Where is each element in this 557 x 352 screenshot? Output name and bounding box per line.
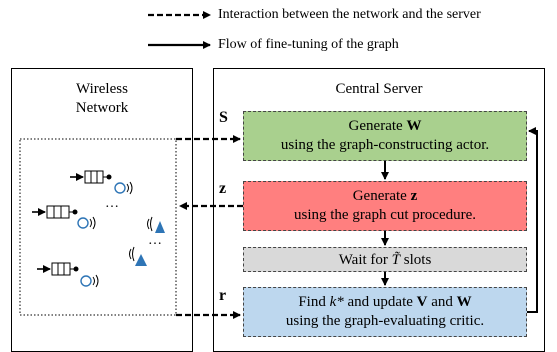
step-generate-w: Generate W using the graph-constructing …	[243, 111, 527, 161]
device-antenna-1	[114, 181, 133, 195]
step2-bold: z	[410, 188, 418, 204]
step4-prefix: Find	[298, 294, 330, 310]
device-antenna-3	[80, 274, 99, 288]
step3-math: T̃	[391, 252, 401, 268]
step-generate-z: Generate z using the graph cut procedure…	[243, 181, 527, 231]
flow-feedback-loop	[527, 127, 538, 313]
step3-suffix: slots	[400, 252, 432, 268]
base-station-2	[129, 246, 147, 266]
legend-solid-label: Flow of fine-tuning of the graph	[218, 37, 399, 52]
step2-prefix: Generate	[352, 188, 411, 204]
step-find-k-update: Find k* and update V and W using the gra…	[243, 287, 527, 337]
step4-bold1: V	[416, 294, 428, 310]
step4-line2: using the graph-evaluating critic.	[285, 313, 485, 329]
step-wait: Wait for T̃ slots	[243, 247, 527, 272]
signal-s-label: S	[219, 109, 228, 126]
step1-bold: W	[406, 118, 422, 134]
signal-r-label: r	[219, 287, 227, 304]
base-station-1	[147, 216, 165, 233]
device-queue-3	[37, 262, 79, 276]
device-queue-2	[32, 205, 78, 219]
network-dotted-region	[19, 138, 177, 316]
wireless-network-title: Wireless Network	[11, 80, 193, 118]
step4-bold2: W	[456, 294, 472, 310]
central-server-title: Central Server	[335, 81, 423, 97]
step4-and: and	[427, 294, 457, 310]
legend-dashed-label: Interaction between the network and the …	[218, 7, 481, 22]
step1-prefix: Generate	[348, 118, 407, 134]
wireless-title-line2: Network	[75, 100, 129, 116]
device-queue-1	[70, 170, 112, 184]
stations-ellipsis: …	[148, 233, 162, 248]
devices-ellipsis: …	[105, 196, 119, 211]
signal-z-label: z	[219, 180, 227, 197]
step3-prefix: Wait for	[338, 252, 392, 268]
wireless-title-line1: Wireless	[76, 81, 128, 97]
step2-line2: using the graph cut procedure.	[293, 207, 477, 223]
step4-mid: and update	[343, 294, 417, 310]
step1-line2: using the graph-constructing actor.	[280, 137, 490, 153]
step4-math: k*	[329, 294, 344, 310]
device-antenna-2	[77, 216, 96, 230]
